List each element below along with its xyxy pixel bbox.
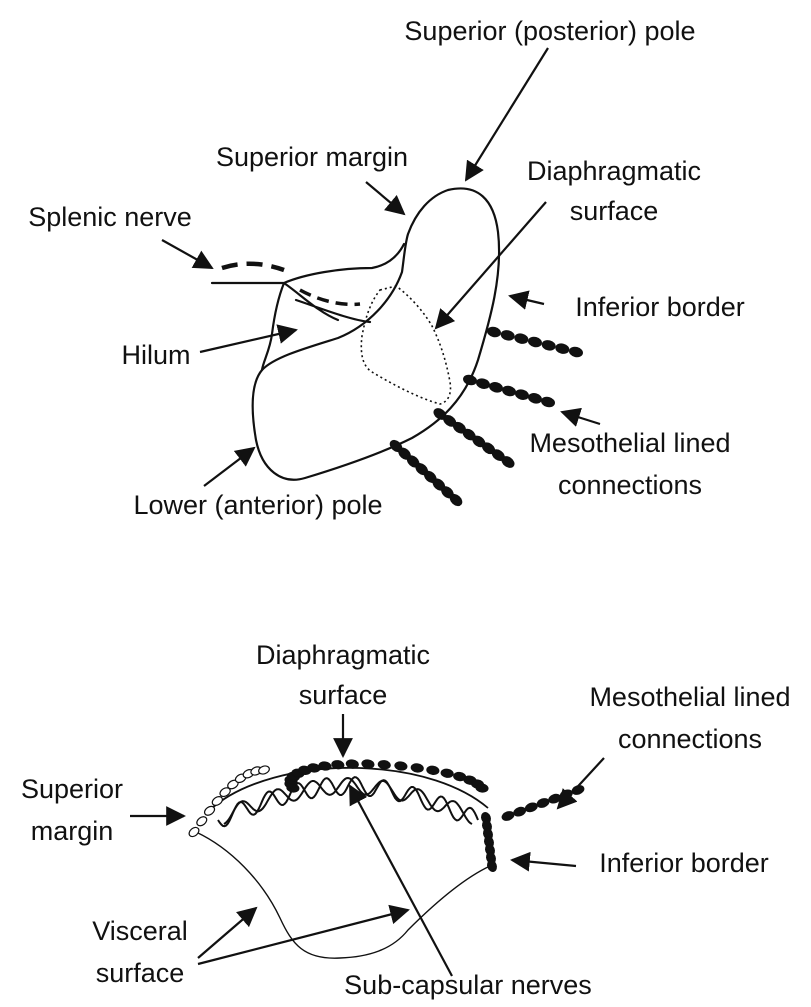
mesothelial-bead (513, 806, 527, 818)
mesothelial-bead (476, 378, 491, 390)
splenic-nerve-arrow (162, 240, 212, 268)
label-mesothelial-bottom-line2: connections (618, 724, 762, 754)
open-bead (187, 826, 200, 839)
mesothelial-bead (569, 346, 584, 358)
filled-bead (426, 766, 439, 776)
label-lower-anterior-pole: Lower (anterior) pole (133, 490, 382, 520)
top-inferior-border-arrow (510, 296, 544, 304)
label-superior-margin-top: Superior margin (216, 142, 408, 172)
top-spleen-outline (253, 188, 499, 479)
label-diaphragmatic-bottom-line1: Diaphragmatic (256, 640, 430, 670)
mesothelial-bead (500, 329, 515, 341)
open-bead (195, 815, 208, 828)
lower-pole-arrow (204, 448, 254, 486)
top-spleen-diagram (212, 188, 583, 507)
mesothelial-bead (514, 333, 529, 345)
filled-bead (476, 783, 489, 793)
label-mesothelial-top-line1: Mesothelial lined (529, 428, 730, 458)
label-superior-margin-bottom-line2: margin (31, 816, 114, 846)
mesothelial-bead (502, 385, 517, 397)
label-sub-capsular-nerves: Sub-capsular nerves (344, 970, 592, 1000)
bottom-mesothelial-arrow (558, 758, 604, 808)
sub-capsular-nerves (218, 777, 478, 826)
mesothelial-bead (524, 802, 538, 814)
label-superior-posterior-pole: Superior (posterior) pole (404, 16, 695, 46)
mesothelial-bead (528, 336, 543, 348)
bottom-spleen-diagram (187, 759, 585, 958)
label-hilum: Hilum (121, 340, 190, 370)
label-splenic-nerve: Splenic nerve (28, 202, 192, 232)
mesothelial-bead (548, 793, 562, 805)
filled-bead (441, 768, 454, 778)
label-diaphragmatic-top-line1: Diaphragmatic (527, 156, 701, 186)
hilum-arrow (200, 330, 296, 352)
mesothelial-bead (541, 396, 556, 408)
label-superior-margin-bottom-line1: Superior (21, 774, 123, 804)
label-inferior-border-top: Inferior border (575, 292, 745, 322)
mesothelial-bead (541, 339, 556, 351)
filled-bead (378, 760, 391, 770)
label-inferior-border-bottom: Inferior border (599, 848, 769, 878)
mesothelial-bead (555, 343, 570, 355)
splenic-nerve-dashed-line (222, 264, 284, 270)
mesothelial-bead (528, 392, 543, 404)
superior-margin-arrow (366, 182, 404, 214)
mesothelial-bead (489, 381, 504, 393)
top-mesothelial-arrow (562, 412, 600, 424)
label-diaphragmatic-top-line2: surface (570, 196, 659, 226)
mesothelial-bead (463, 374, 478, 386)
label-diaphragmatic-bottom-line2: surface (299, 680, 388, 710)
mesothelial-bead (487, 326, 502, 338)
mesothelial-bead (501, 810, 515, 822)
filled-bead (411, 763, 424, 773)
label-mesothelial-bottom-line1: Mesothelial lined (589, 682, 790, 712)
hilum-outline (212, 244, 404, 370)
visceral-arrow-2 (198, 910, 408, 964)
filled-bead (394, 761, 407, 771)
bottom-inferior-border-arrow (512, 860, 576, 866)
label-visceral-line2: surface (96, 958, 185, 988)
mesothelial-bead (515, 389, 530, 401)
diaphragmatic-dotted-outline (361, 286, 450, 404)
top-mesothelial-chains (388, 326, 583, 508)
mesothelial-bead (536, 797, 550, 809)
label-visceral-line1: Visceral (92, 916, 188, 946)
sub-capsular-nerves-arrow (350, 786, 452, 976)
label-mesothelial-top-line2: connections (558, 470, 702, 500)
visceral-surface-outline (196, 832, 490, 958)
